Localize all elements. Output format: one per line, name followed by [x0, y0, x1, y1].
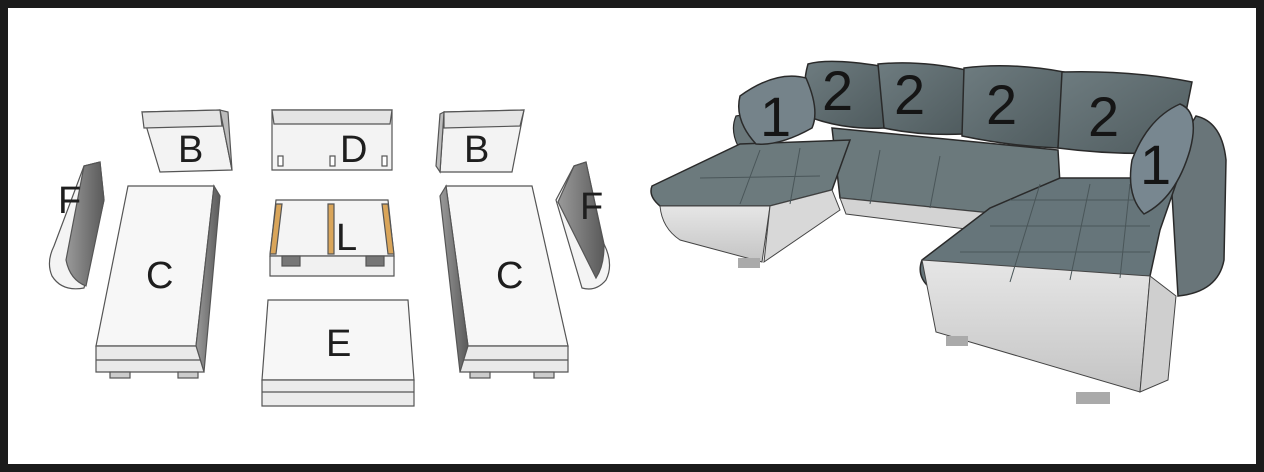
label-part-b-left: B [178, 129, 203, 171]
label-part-l: L [336, 217, 357, 259]
part-back-middle: D [271, 109, 393, 171]
label-cushion-1-left: 1 [760, 85, 791, 148]
part-seat-right: C [439, 184, 569, 379]
label-cushion-2-c: 2 [986, 73, 1017, 136]
label-part-c-right: C [496, 255, 523, 297]
parts-diagram: B D B F F [48, 109, 611, 407]
label-part-e: E [326, 323, 351, 365]
part-arm-right: F [555, 161, 611, 290]
part-back-left: B [141, 109, 233, 173]
label-cushion-2-a: 2 [822, 59, 853, 122]
part-seat-left: C [95, 184, 221, 379]
label-part-b-right: B [464, 129, 489, 171]
part-back-right: B [435, 109, 525, 174]
label-cushion-1-right: 1 [1140, 133, 1171, 196]
label-cushion-2-b: 2 [894, 63, 925, 126]
label-cushion-2-d: 2 [1088, 85, 1119, 148]
part-storage-box: L [269, 199, 395, 277]
assembly-illustration: B D B F F [48, 59, 1227, 407]
label-part-f-left: F [58, 180, 81, 222]
part-arm-left: F [48, 161, 105, 290]
sofa-photo: 1 2 2 2 2 1 [650, 59, 1227, 404]
label-part-d: D [340, 129, 367, 171]
label-part-c-left: C [146, 255, 173, 297]
part-ottoman: E [261, 299, 415, 407]
label-part-f-right: F [580, 186, 603, 228]
